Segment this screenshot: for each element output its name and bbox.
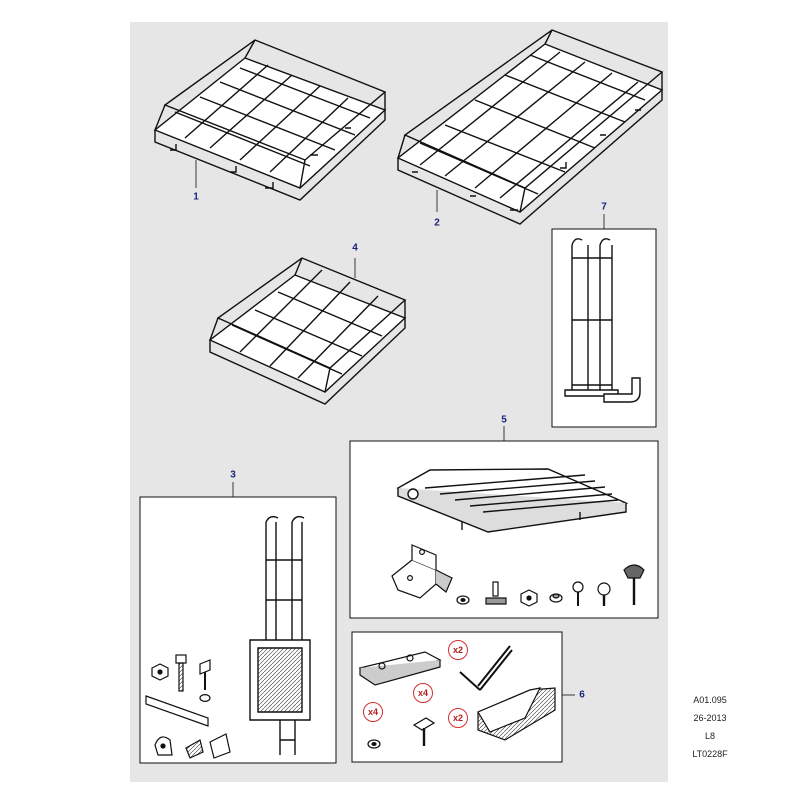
ref-variant: L8 — [704, 731, 715, 741]
roof-rack-item-4 — [208, 257, 407, 405]
qty-badge-washer: x4 — [363, 702, 383, 722]
callout-3: 3 — [230, 469, 236, 481]
qty-badge-plate: x2 — [448, 640, 468, 660]
hardware-set — [456, 564, 645, 607]
ref-date: 26-2013 — [693, 713, 727, 723]
roof-rack-item-1 — [153, 39, 387, 201]
ladder-hardware — [145, 654, 231, 759]
callout-2: 2 — [434, 217, 440, 229]
qty-badge-bracket: x2 — [448, 708, 468, 728]
ref-code: A01.095 — [693, 695, 727, 705]
mounting-kit-item-6 — [358, 645, 556, 749]
callout-7: 7 — [601, 201, 607, 213]
ladder-item-3 — [249, 515, 311, 755]
mounting-bracket — [391, 544, 453, 599]
ref-drawing-number: LT0228F — [692, 749, 728, 759]
callout-1: 1 — [193, 191, 199, 203]
roof-rack-item-2 — [396, 29, 664, 225]
callout-6: 6 — [579, 689, 585, 701]
qty-badge-bolt: x4 — [413, 683, 433, 703]
callout-4: 4 — [352, 242, 358, 254]
callout-5: 5 — [501, 414, 507, 426]
ladder-item-7 — [564, 238, 641, 403]
roof-platform-item-5 — [396, 468, 629, 533]
box-item-3 — [139, 496, 337, 764]
